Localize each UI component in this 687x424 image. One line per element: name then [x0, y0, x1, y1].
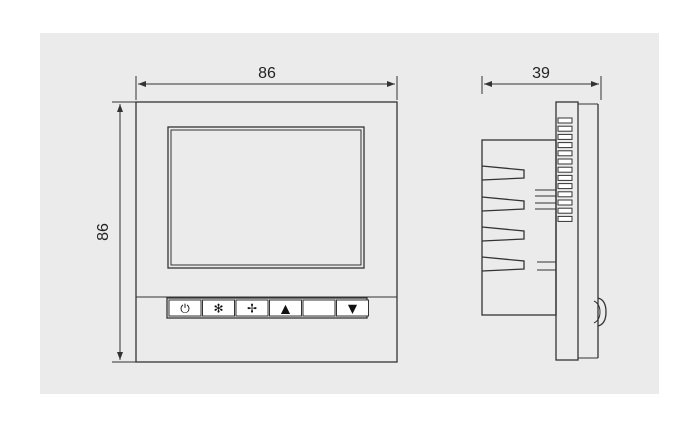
vent-slot — [557, 191, 573, 198]
vent-slot — [557, 150, 573, 157]
snowflake-icon: ✻ — [213, 302, 223, 316]
height-dimension-label: 86 — [95, 223, 112, 241]
mounting-hook — [481, 196, 525, 212]
arrow-up-icon: ▲ — [281, 302, 291, 316]
vent-slot — [557, 215, 573, 222]
side-knob — [593, 297, 607, 327]
vent-slot — [557, 117, 573, 124]
snowflake-button[interactable]: ✻ — [202, 299, 235, 317]
vent-slot — [557, 174, 573, 181]
mounting-hook — [481, 165, 525, 181]
depth-dimension: 39 — [481, 65, 602, 100]
vent-slots — [557, 117, 573, 222]
depth-dimension-label: 39 — [532, 65, 550, 82]
width-dimension-label: 86 — [258, 65, 276, 82]
blank-key-button[interactable] — [302, 299, 336, 317]
vent-slot — [557, 207, 573, 214]
front-body-outline — [135, 101, 398, 363]
mounting-hooks — [481, 165, 525, 272]
height-dimension: 86 — [95, 101, 136, 363]
vent-slot — [557, 158, 573, 165]
vent-slot — [557, 133, 573, 140]
lcd-screen — [170, 129, 362, 266]
terminal-pins — [535, 189, 556, 271]
vent-slot — [557, 125, 573, 132]
side-front-plate — [555, 101, 579, 361]
mounting-hook — [481, 226, 525, 242]
arrow-down-button[interactable]: ▼ — [336, 299, 369, 317]
fan-button[interactable]: ✢ — [235, 299, 269, 317]
vent-slot — [557, 199, 573, 206]
arrow-up-button[interactable]: ▲ — [269, 299, 302, 317]
fan-icon: ✢ — [247, 302, 257, 316]
vent-slot — [557, 166, 573, 173]
button-row: ⏻ ✻ ✢ ▲ ▼ — [168, 299, 369, 317]
vent-slot — [557, 183, 573, 190]
lcd-screen-frame — [167, 126, 365, 269]
mounting-hook — [481, 256, 525, 272]
power-icon: ⏻ — [180, 302, 190, 316]
power-button[interactable]: ⏻ — [168, 299, 202, 317]
front-view: 86 86 ⏻ ✻ ✢ ▲ ▼ — [95, 65, 398, 363]
width-dimension: 86 — [135, 65, 398, 100]
vent-slot — [557, 142, 573, 149]
side-view: 39 — [481, 65, 607, 361]
arrow-down-icon: ▼ — [348, 302, 358, 316]
